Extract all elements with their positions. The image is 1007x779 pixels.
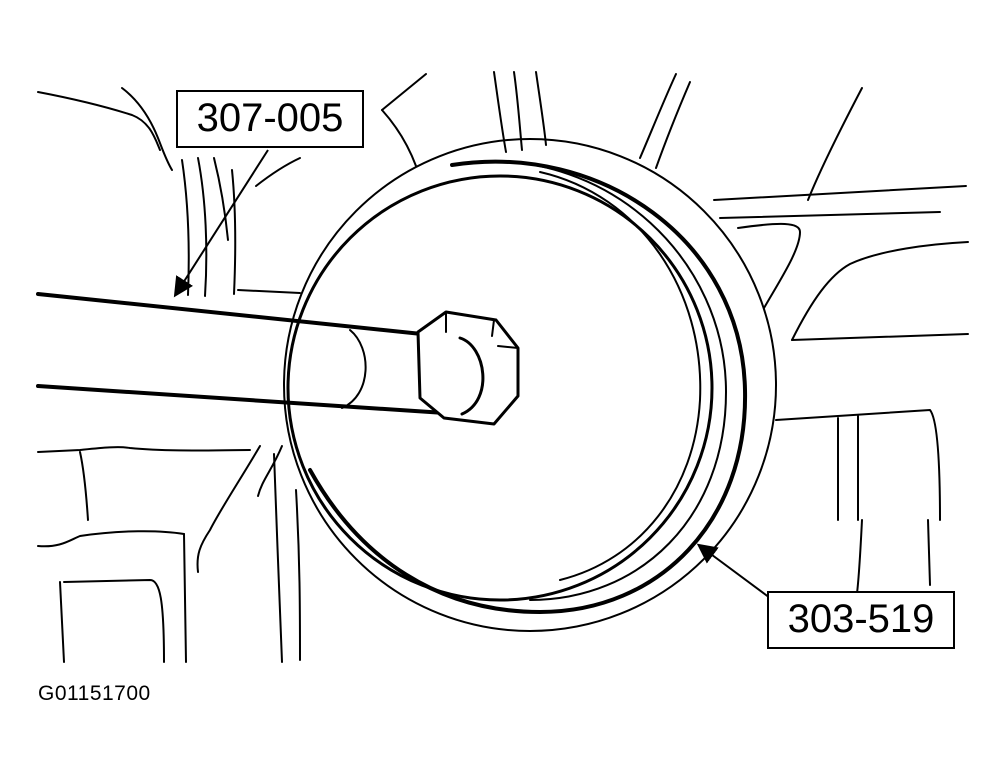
callout-label-tool-a: 307-005 — [176, 90, 364, 148]
handle-tool — [36, 292, 520, 426]
callout-label-tool-b: 303-519 — [767, 591, 955, 649]
handle-end-curve — [341, 329, 367, 409]
figure-code: G01151700 — [38, 682, 151, 705]
hex-nut — [416, 310, 520, 426]
handle-top-edge — [36, 292, 462, 340]
handle-bottom-edge — [36, 384, 462, 416]
installer-disc-outline — [286, 174, 714, 602]
hex-nut-curve — [458, 336, 485, 416]
outer-bore-ring — [283, 138, 777, 632]
leader-tool-a — [173, 149, 269, 298]
hex-nut-face — [445, 311, 519, 349]
installer-face-arc — [539, 171, 702, 581]
seal-installer-assembly — [283, 138, 777, 632]
leader-tool-b — [696, 543, 771, 599]
callout-leaders — [173, 149, 771, 599]
background-casting — [37, 71, 969, 663]
installer-inner-ring-thick — [308, 159, 748, 615]
installer-inner-ring-thin — [469, 160, 728, 601]
